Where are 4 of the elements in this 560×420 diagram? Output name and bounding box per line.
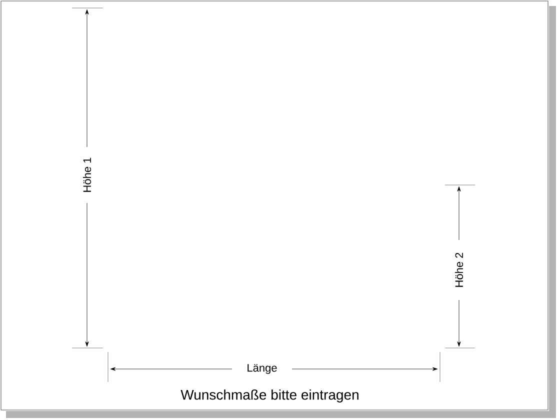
dimension-label: Länge (248, 364, 277, 374)
dimension-label: Höhe 1 (82, 158, 92, 192)
dimension-label: Höhe 2 (454, 252, 464, 287)
caption: Wunschmaße bitte eintragen (180, 389, 358, 402)
